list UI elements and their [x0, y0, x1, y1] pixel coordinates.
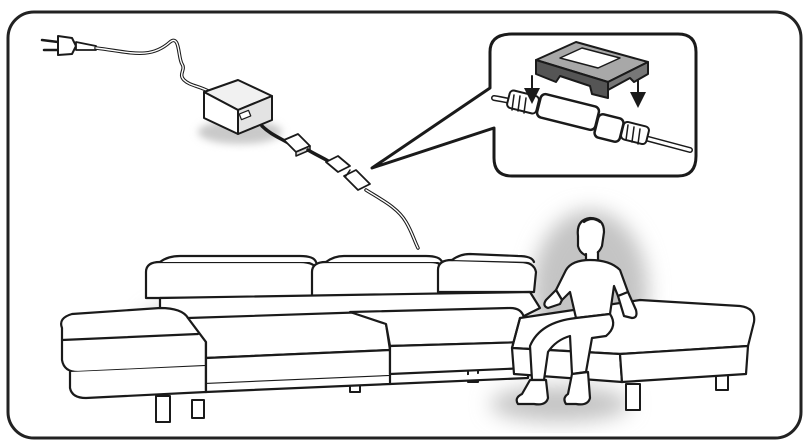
sofa-backrest [146, 254, 536, 298]
sofa-seats [188, 308, 528, 392]
person-head [578, 218, 604, 256]
sofa-left-chaise [61, 308, 206, 398]
